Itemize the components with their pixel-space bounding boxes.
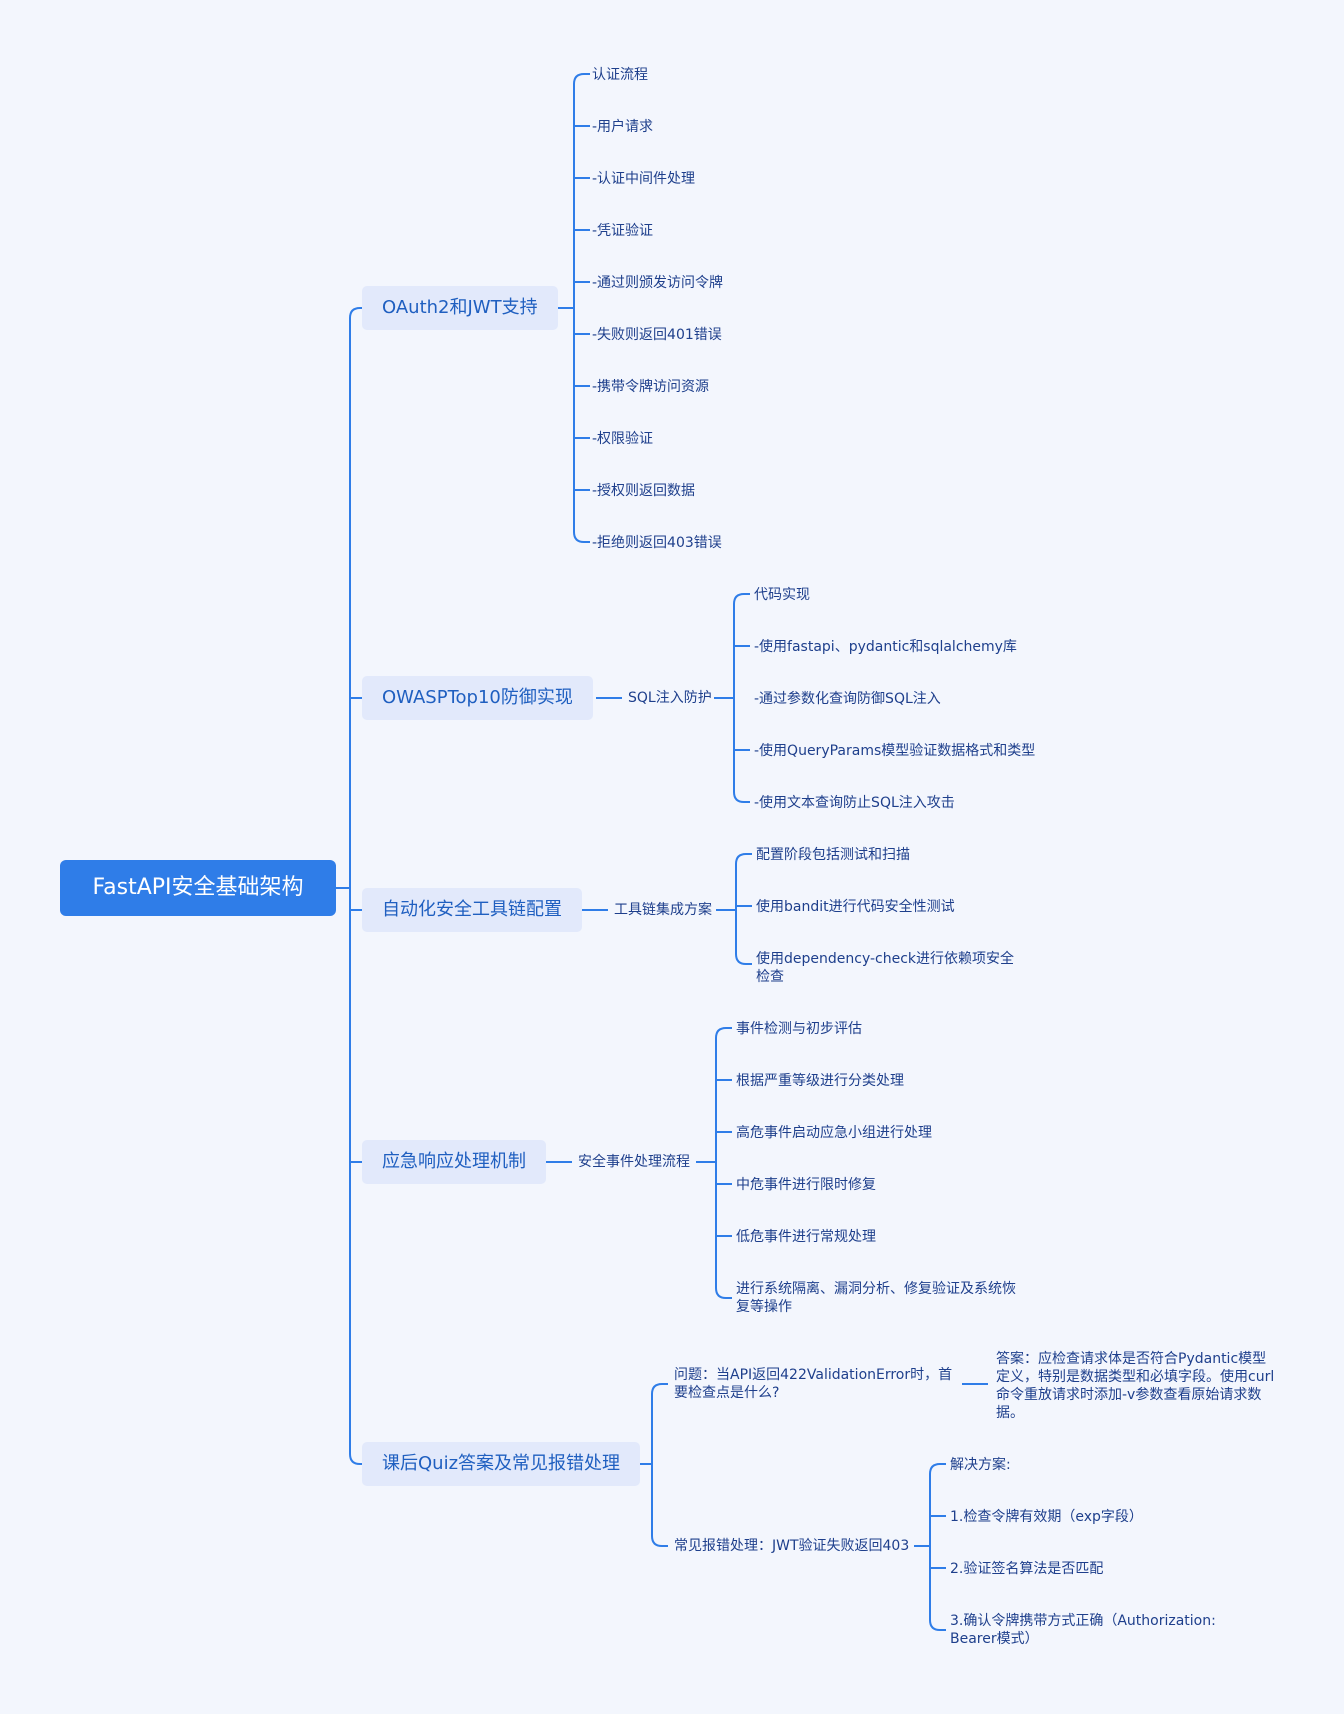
leaf-item[interactable]: -失败则返回401错误 <box>592 327 722 343</box>
leaf-item[interactable]: -通过参数化查询防御SQL注入 <box>754 691 941 707</box>
leaf-item[interactable]: -携带令牌访问资源 <box>592 379 710 395</box>
leaf-item[interactable]: 中危事件进行限时修复 <box>736 1177 876 1193</box>
leaf-item[interactable]: 使用bandit进行代码安全性测试 <box>756 899 955 915</box>
leaf-item[interactable]: 3.确认令牌携带方式正确（Authorization: Bearer模式） <box>950 1613 1216 1647</box>
leaf-item[interactable]: 解决方案: <box>950 1457 1011 1473</box>
leaf-item[interactable]: 配置阶段包括测试和扫描 <box>756 847 910 863</box>
branch-incident-response[interactable]: 应急响应处理机制 <box>362 1140 546 1184</box>
branch-owasp-top10[interactable]: OWASPTop10防御实现 <box>362 676 593 720</box>
leaf-item[interactable]: 事件检测与初步评估 <box>736 1021 862 1037</box>
leaf-item[interactable]: -使用fastapi、pydantic和sqlalchemy库 <box>754 639 1017 655</box>
quiz-question[interactable]: 问题：当API返回422ValidationError时，首要检查点是什么? <box>674 1367 953 1401</box>
root-topic[interactable]: FastAPI安全基础架构 <box>60 860 336 916</box>
leaf-item[interactable]: -权限验证 <box>592 431 654 447</box>
leaf-item[interactable]: 认证流程 <box>592 67 648 83</box>
leaf-item[interactable]: -认证中间件处理 <box>592 171 696 187</box>
sub-topic-toolchain[interactable]: 工具链集成方案 <box>614 902 712 918</box>
leaf-item[interactable]: -用户请求 <box>592 119 654 135</box>
leaf-item[interactable]: -授权则返回数据 <box>592 483 696 499</box>
branch-oauth2-jwt[interactable]: OAuth2和JWT支持 <box>362 286 558 330</box>
sub-topic-sql-injection[interactable]: SQL注入防护 <box>628 690 712 706</box>
leaf-item[interactable]: -通过则颁发访问令牌 <box>592 275 724 291</box>
leaf-item[interactable]: 2.验证签名算法是否匹配 <box>950 1561 1104 1577</box>
leaf-item[interactable]: -拒绝则返回403错误 <box>592 535 722 551</box>
sub-topic-incident-flow[interactable]: 安全事件处理流程 <box>578 1154 690 1170</box>
leaf-item[interactable]: 高危事件启动应急小组进行处理 <box>736 1125 932 1141</box>
leaf-item[interactable]: 根据严重等级进行分类处理 <box>736 1073 904 1089</box>
leaf-item[interactable]: 代码实现 <box>754 587 810 603</box>
leaf-item[interactable]: -凭证验证 <box>592 223 654 239</box>
leaf-item[interactable]: 低危事件进行常规处理 <box>736 1229 876 1245</box>
branch-quiz-errors[interactable]: 课后Quiz答案及常见报错处理 <box>362 1442 641 1486</box>
common-error[interactable]: 常见报错处理：JWT验证失败返回403 <box>674 1538 910 1554</box>
branch-security-toolchain[interactable]: 自动化安全工具链配置 <box>362 888 582 932</box>
leaf-item[interactable]: -使用QueryParams模型验证数据格式和类型 <box>754 743 1036 759</box>
leaf-item[interactable]: 进行系统隔离、漏洞分析、修复验证及系统恢复等操作 <box>736 1281 1016 1315</box>
leaf-item[interactable]: 使用dependency-check进行依赖项安全检查 <box>756 951 1015 985</box>
quiz-answer[interactable]: 答案：应检查请求体是否符合Pydantic模型定义，特别是数据类型和必填字段。使… <box>996 1351 1275 1421</box>
leaf-item[interactable]: 1.检查令牌有效期（exp字段） <box>950 1509 1143 1525</box>
leaf-item[interactable]: -使用文本查询防止SQL注入攻击 <box>754 795 955 811</box>
